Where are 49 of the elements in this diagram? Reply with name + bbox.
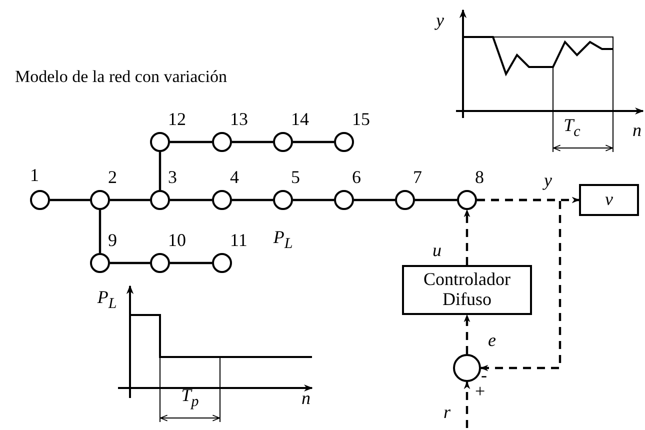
node-number: 5 <box>291 168 300 186</box>
edge-label: e <box>488 331 496 349</box>
node-number: 12 <box>168 110 186 128</box>
node-number: 15 <box>352 110 370 128</box>
interval-label: T$_{c}$ <box>564 116 580 140</box>
connection-line <box>50 198 90 202</box>
connection-line <box>170 140 212 144</box>
node-number: 11 <box>230 231 248 249</box>
node-number: 8 <box>475 168 484 186</box>
axis-label: n <box>302 389 310 407</box>
connection-line <box>158 152 162 190</box>
signal-arrow <box>464 209 470 265</box>
connection-line <box>110 262 150 264</box>
connection-line <box>170 262 212 264</box>
node-number: 2 <box>108 168 117 186</box>
sign-label: + <box>475 382 486 400</box>
diagram-title: Modelo de la red con variación <box>15 68 227 85</box>
signal-arrow <box>464 314 470 354</box>
edge-label: r <box>444 403 450 421</box>
node-number: 13 <box>230 110 248 128</box>
controller-box: Controlador Difuso <box>402 265 532 315</box>
connection-line <box>293 140 334 144</box>
edge-label: u <box>432 241 442 259</box>
node-number: 9 <box>108 231 117 249</box>
node-number: 4 <box>230 168 239 186</box>
connection-line <box>354 198 395 202</box>
connection-line <box>415 198 457 202</box>
sign-label: - <box>481 366 487 384</box>
connection-line <box>232 198 273 202</box>
connection-line <box>98 210 102 253</box>
node-number: 3 <box>168 168 177 186</box>
axis-label: P$_{L}$ <box>97 288 117 312</box>
connection-line <box>293 198 334 202</box>
signal-arrow <box>477 198 562 372</box>
node-number: 10 <box>168 231 186 249</box>
block-box: v <box>579 184 639 216</box>
connection-line <box>170 198 212 202</box>
axis-label: y <box>436 11 444 29</box>
edge-label: y <box>544 171 552 189</box>
interval-label: T$_{p}$ <box>181 386 199 410</box>
connection-line <box>110 198 150 202</box>
axis-label: n <box>632 121 642 139</box>
node-number: 14 <box>291 110 309 128</box>
variable-label: P$_{L}$ <box>273 228 293 252</box>
node-number: 7 <box>413 168 422 186</box>
node-number: 6 <box>352 168 361 186</box>
connection-line <box>232 140 273 144</box>
node-number: 1 <box>30 166 39 184</box>
signal-arrow <box>464 381 470 428</box>
